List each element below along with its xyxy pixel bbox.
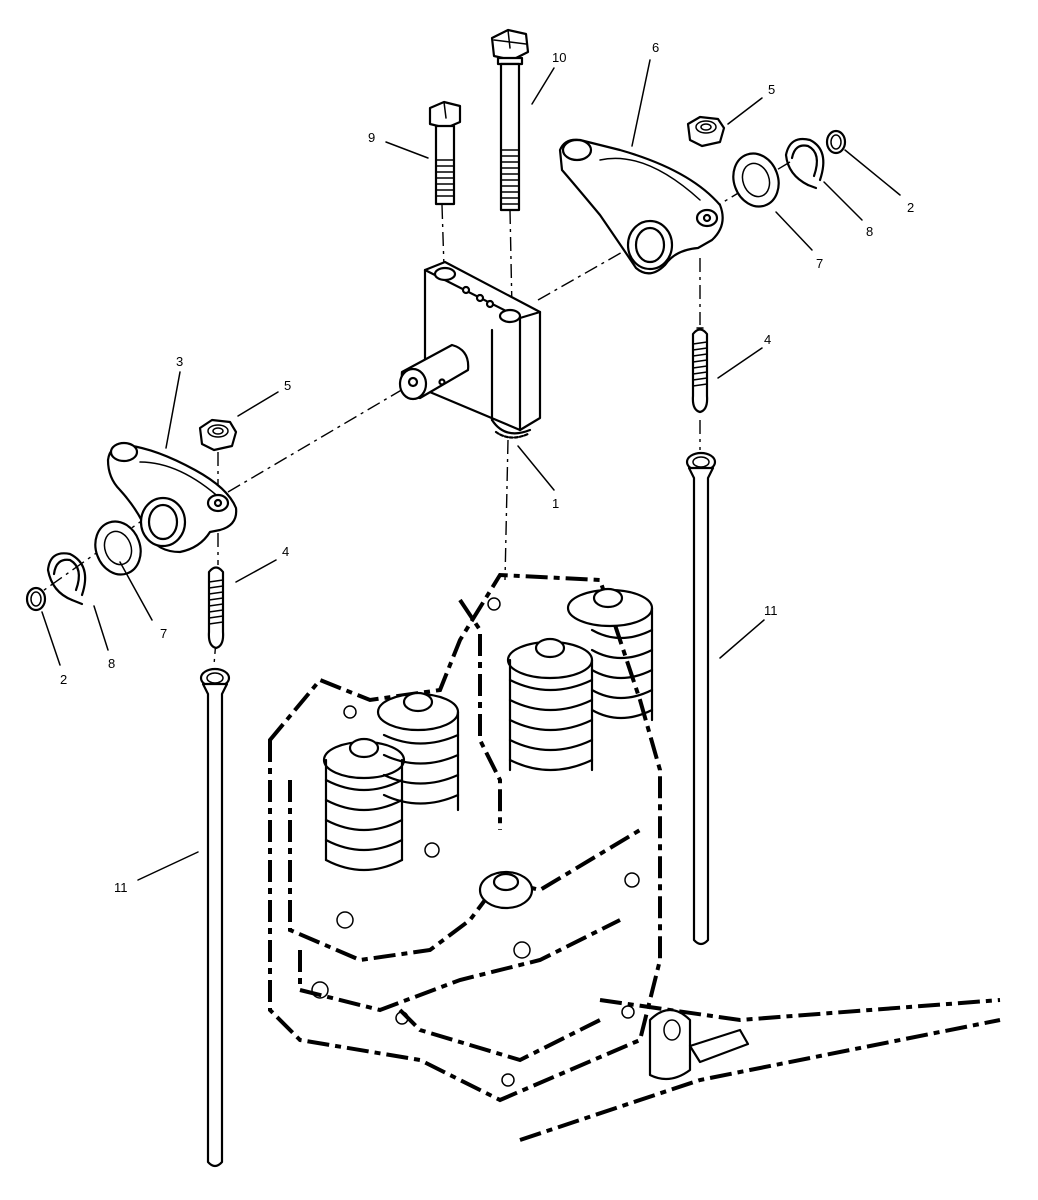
assembly-centerlines	[29, 161, 791, 666]
callout-4-right: 4	[764, 332, 771, 347]
small-ring-left-part-2	[25, 586, 47, 612]
valve-spring-1	[322, 737, 406, 872]
adjusting-screw-right-part-4	[691, 327, 709, 414]
callout-11-left: 11	[114, 880, 128, 895]
callout-5-left: 5	[284, 378, 291, 393]
callout-8-right: 8	[866, 224, 873, 239]
callout-3: 3	[176, 354, 183, 369]
valve-spring-4	[566, 587, 654, 722]
small-ring-right-part-2	[825, 129, 847, 155]
bolt-long-part-10	[490, 28, 530, 212]
rocker-arm-left-part-3	[106, 441, 238, 554]
callout-9: 9	[368, 130, 375, 145]
nut-left-part-5	[198, 418, 238, 452]
callout-2-right: 2	[907, 200, 914, 215]
leader-lines	[41, 59, 901, 881]
adjusting-screw-left-part-4	[207, 566, 225, 650]
bolt-short-part-9	[428, 100, 462, 206]
callout-labels: 10 9 6 5 2 8 7 4 11 1 3 5 4 7 8 2 11	[60, 40, 914, 895]
rocker-arm-right-part-6	[558, 138, 724, 275]
callout-7-left: 7	[160, 626, 167, 641]
valve-spring-2	[376, 691, 460, 812]
callout-2-left: 2	[60, 672, 67, 687]
callout-6-top: 6	[652, 40, 659, 55]
cylinder-head	[268, 572, 1001, 1142]
nut-right-part-5	[686, 115, 726, 148]
rocker-bracket-part-1	[398, 260, 542, 439]
push-rod-right-part-11	[685, 451, 717, 946]
callout-10: 10	[552, 50, 566, 65]
valve-spring-3	[506, 637, 594, 772]
washer-left-part-7	[94, 520, 142, 576]
callout-8-left: 8	[108, 656, 115, 671]
callout-5-right: 5	[768, 82, 775, 97]
washer-right-part-7	[732, 152, 780, 208]
snap-ring-left-part-8	[46, 552, 87, 606]
callout-1: 1	[552, 496, 559, 511]
snap-ring-right-part-8	[784, 137, 825, 190]
callout-11-right: 11	[764, 603, 778, 618]
push-rod-left-part-11	[199, 667, 231, 1168]
callout-7-right: 7	[816, 256, 823, 271]
callout-4-left: 4	[282, 544, 289, 559]
